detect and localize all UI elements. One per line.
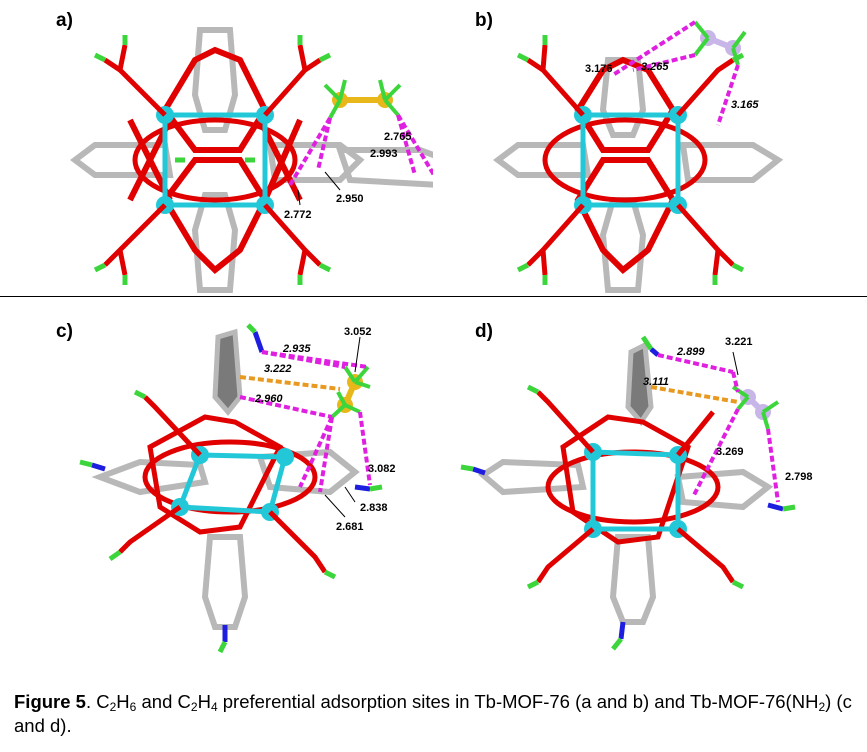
distance-label: 2.765 (384, 131, 412, 143)
distance-label: 2.772 (284, 209, 312, 221)
ethylene-molecule-d (731, 385, 780, 430)
distance-label: 3.269 (716, 446, 744, 458)
distance-label: 3.082 (368, 463, 396, 475)
distance-label: 2.960 (254, 393, 283, 405)
ethylene-molecule-b (693, 20, 747, 66)
caption-text: and C (136, 691, 191, 712)
distance-label: 3.221 (725, 336, 753, 348)
contacts-c (239, 350, 372, 493)
caption-text: preferential adsorption sites in Tb-MOF-… (217, 691, 819, 712)
panel-c: 2.935 3.052 3.222 2.960 3.082 2.838 2.68… (0, 297, 433, 660)
panel-c-structure: 2.935 3.052 3.222 2.960 3.082 2.838 2.68… (79, 323, 396, 654)
caption-subscript: 6 (129, 700, 137, 714)
caption-subscript: 2 (818, 700, 826, 714)
ethane-molecule-a (323, 79, 402, 119)
distance-label: 2.681 (336, 521, 364, 533)
distance-label: 2.935 (282, 343, 311, 355)
distance-label: 3.222 (264, 363, 292, 375)
distance-label: 2.798 (785, 471, 813, 483)
panel-d-structure: 2.899 3.221 3.111 3.269 2.798 (460, 335, 813, 651)
caption-text: . C (85, 691, 110, 712)
figure-caption: Figure 5. C2H6 and C2H4 preferential ads… (14, 690, 859, 738)
figure-label: Figure 5 (14, 691, 86, 712)
panel-divider (0, 296, 867, 297)
mof-framework-a (70, 27, 433, 293)
mof-framework-b (493, 35, 784, 293)
distance-label: 3.111 (643, 376, 669, 388)
distance-label: 3.165 (731, 99, 759, 111)
distance-label: 2.950 (336, 193, 364, 205)
distance-label: 3.265 (641, 61, 669, 73)
distance-label: 3.176 (585, 63, 613, 75)
contacts-a (288, 113, 433, 187)
ethane-molecule-c (330, 365, 371, 419)
caption-text: H (197, 691, 211, 712)
panel-a-structure: 2.765 2.993 2.950 2.772 (70, 27, 433, 293)
contacts-d (650, 353, 780, 503)
pointers-d (732, 351, 739, 376)
caption-subscript: 2 (190, 700, 198, 714)
panel-b: 3.176 3.265 3.165 b) (433, 0, 867, 296)
panel-label-b: b) (475, 10, 493, 31)
panel-label-c: c) (56, 321, 73, 342)
distance-label: 2.899 (676, 346, 705, 358)
caption-subscript: 2 (109, 700, 117, 714)
distance-label: 3.052 (344, 326, 372, 338)
panel-label-a: a) (56, 10, 73, 31)
caption-text: H (116, 691, 130, 712)
pointers-a (297, 171, 341, 206)
mof-framework-c (79, 323, 383, 654)
distance-label: 2.838 (360, 502, 388, 514)
panel-label-d: d) (475, 321, 493, 342)
caption-subscript: 4 (210, 700, 218, 714)
pointers-c (324, 336, 361, 518)
figure-5: 2.765 2.993 2.950 2.772 a) (0, 0, 867, 660)
contacts-b (611, 20, 740, 126)
panel-b-structure: 3.176 3.265 3.165 (493, 20, 784, 293)
panel-d: 2.899 3.221 3.111 3.269 2.798 d) (433, 297, 867, 660)
caption-text: ) (c and d). (14, 691, 852, 736)
mof-framework-d (460, 335, 796, 651)
panel-a: 2.765 2.993 2.950 2.772 a) (0, 0, 433, 296)
distance-label: 2.993 (370, 148, 398, 160)
